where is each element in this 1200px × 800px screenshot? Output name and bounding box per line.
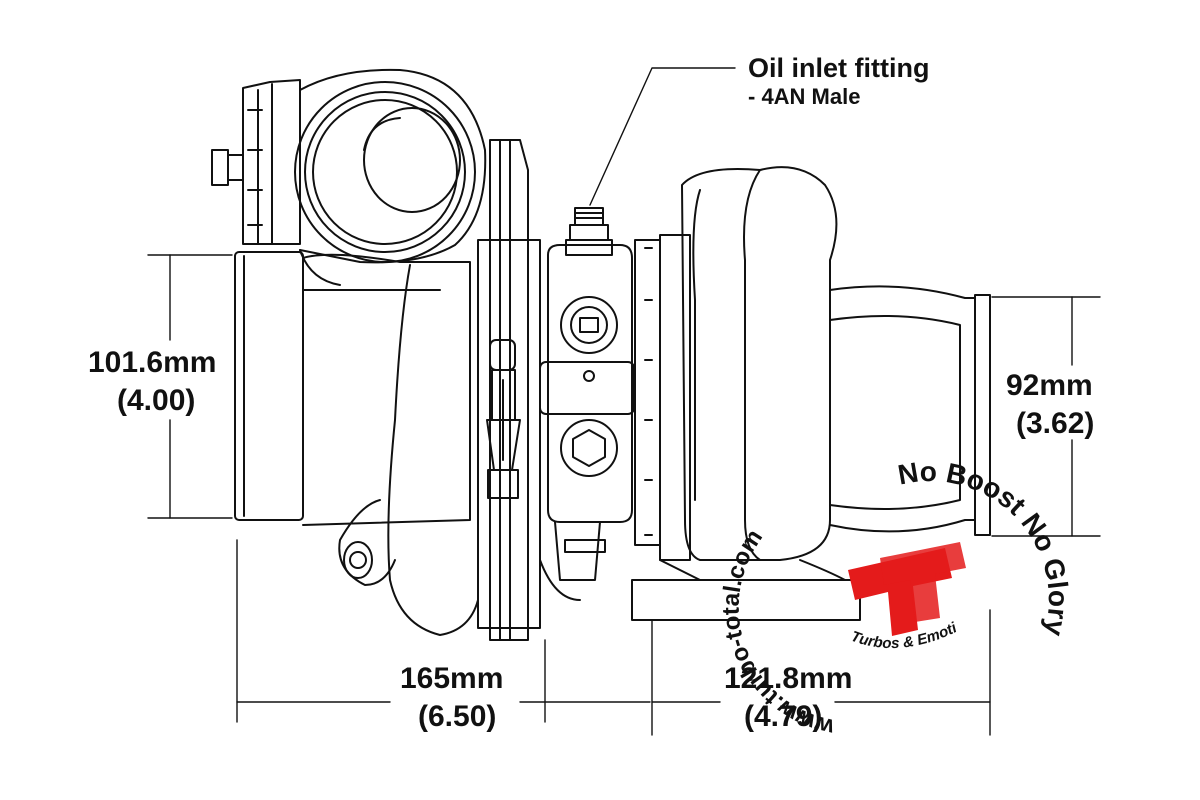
compressor-housing <box>211 68 487 636</box>
inlet-height-mm: 101.6mm <box>88 346 217 379</box>
outlet-height-in: (3.62) <box>1016 407 1095 440</box>
dimension-length-left <box>236 539 651 723</box>
oil-inlet-leader-line <box>589 67 736 206</box>
length-right-in: (4.79) <box>744 700 823 733</box>
length-right-mm: 121.8mm <box>724 662 853 695</box>
outlet-height-mm: 92mm <box>1006 369 1093 402</box>
dimension-length-right <box>651 609 991 736</box>
callout-subtitle: - 4AN Male <box>748 84 861 109</box>
dimension-outlet-height <box>991 296 1101 537</box>
length-left-mm: 165mm <box>400 662 504 695</box>
length-left-in: (6.50) <box>418 700 497 733</box>
callout-title: Oil inlet fitting <box>748 53 930 83</box>
inlet-height-in: (4.00) <box>117 384 196 417</box>
dimension-inlet-height <box>147 254 233 519</box>
tt-logo <box>848 542 966 636</box>
center-bearing-housing <box>477 139 635 641</box>
turbine-housing <box>631 166 991 621</box>
